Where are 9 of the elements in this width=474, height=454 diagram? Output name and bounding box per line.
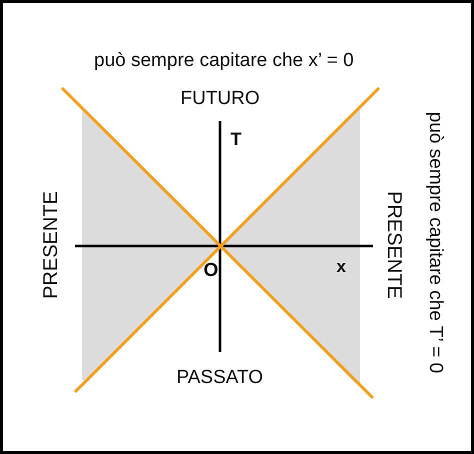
axis-label: x: [336, 258, 346, 274]
region-label: PASSATO: [176, 368, 264, 386]
axis-label: T: [230, 130, 242, 148]
region-label: FUTURO: [180, 88, 260, 108]
caption-text: può sempre capitare che x’ = 0: [94, 50, 354, 70]
region-label: PRESENTE: [40, 191, 61, 299]
caption-text: può sempre capitare che T’ = 0: [426, 111, 445, 373]
region-label: PRESENTE: [384, 191, 404, 299]
origin-label: O: [204, 260, 218, 280]
